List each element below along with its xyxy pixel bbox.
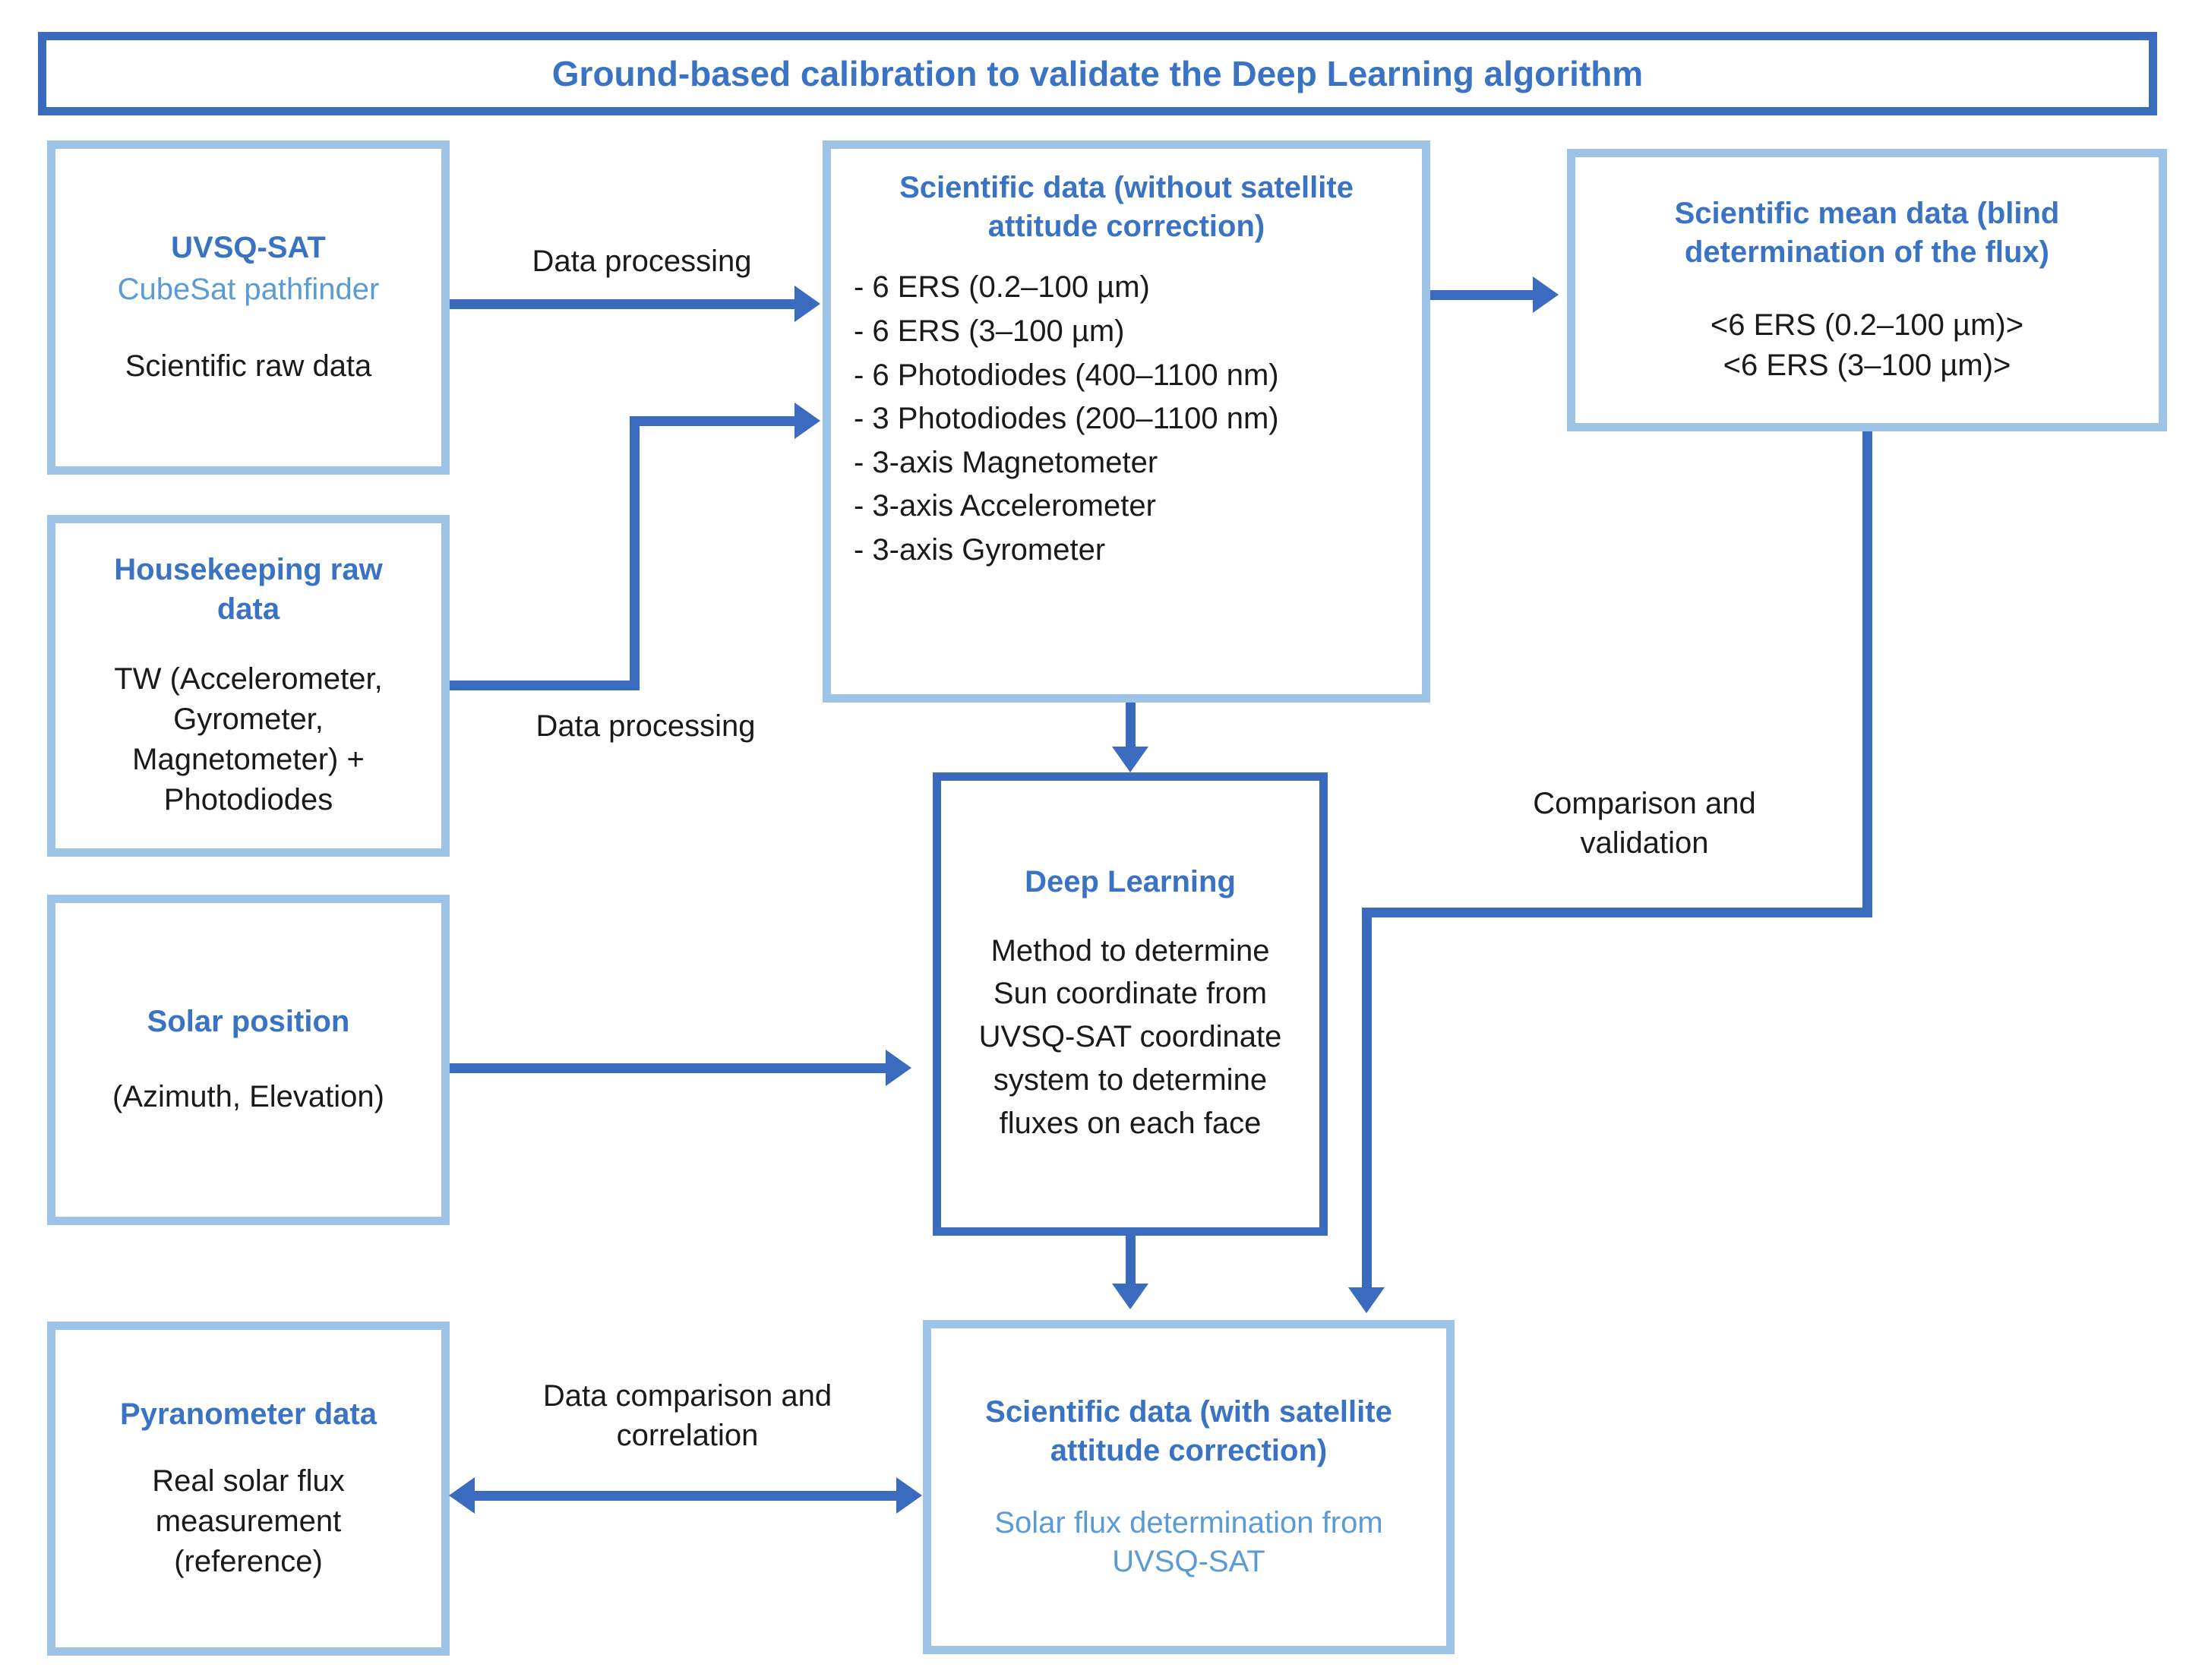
list-item: - 6 Photodiodes (400–1100 nm) [854, 358, 1279, 392]
edge-label-data-processing-top: Data processing [532, 245, 752, 278]
connector-scidata-to-meandata-line [1430, 290, 1537, 300]
node-scientific-data-raw: Scientific data (without satellite attit… [823, 141, 1430, 703]
node-pyranometer-title: Pyranometer data [120, 1397, 377, 1431]
arrowhead-right-icon [886, 1050, 911, 1086]
diagram-title-banner: Ground-based calibration to validate the… [38, 32, 2157, 115]
list-item: - 3-axis Accelerometer [854, 489, 1156, 523]
node-deep-learning: Deep Learning Method to determine Sun co… [933, 772, 1328, 1236]
node-solar-position-title: Solar position [147, 1005, 350, 1039]
node-deep-learning-body: Method to determine Sun coordinate from … [978, 933, 1282, 1140]
connector-meandata-elbow-h [1362, 908, 1872, 917]
page-title: Ground-based calibration to validate the… [551, 53, 1644, 93]
connector-solarposition-to-deeplearning-line [450, 1063, 890, 1073]
connector-meandata-elbow-v1 [1862, 431, 1872, 917]
arrowhead-down-icon [1348, 1287, 1385, 1313]
connector-housekeeping-elbow-v [630, 416, 640, 690]
connector-housekeeping-elbow-h1 [450, 681, 640, 690]
node-uvsq-sat-subtitle: CubeSat pathfinder [117, 273, 380, 307]
edge-label-comparison-and-validation: Comparison and validation [1533, 787, 1756, 860]
connector-housekeeping-elbow-h2 [630, 416, 801, 426]
node-housekeeping-raw-data: Housekeeping raw data TW (Accelerometer,… [47, 515, 450, 857]
node-uvsq-sat-title: UVSQ-SAT [171, 231, 326, 265]
arrowhead-down-icon [1112, 1284, 1148, 1309]
node-housekeeping-title: Housekeeping raw data [114, 553, 383, 626]
node-uvsq-sat: UVSQ-SAT CubeSat pathfinder Scientific r… [47, 141, 450, 475]
node-scientific-data-corrected-subtitle: Solar flux determination from UVSQ-SAT [994, 1506, 1383, 1579]
node-scientific-mean-data-line1: <6 ERS (0.2–100 µm)> [1710, 308, 2024, 342]
node-pyranometer-data: Pyranometer data Real solar flux measure… [47, 1322, 450, 1656]
list-item: - 6 ERS (3–100 µm) [854, 314, 1125, 348]
connector-scidata-to-deeplearning-line [1126, 703, 1136, 750]
node-housekeeping-body: TW (Accelerometer, Gyrometer, Magnetomet… [114, 662, 383, 817]
arrowhead-right-icon [896, 1477, 922, 1514]
node-deep-learning-title: Deep Learning [1025, 865, 1236, 899]
node-uvsq-sat-body: Scientific raw data [125, 349, 372, 383]
node-solar-position: Solar position (Azimuth, Elevation) [47, 895, 450, 1225]
list-item: - 3 Photodiodes (200–1100 nm) [854, 402, 1279, 436]
arrowhead-down-icon [1112, 747, 1148, 772]
node-scientific-mean-data-title: Scientific mean data (blind determinatio… [1674, 196, 2060, 269]
list-item: - 3-axis Gyrometer [854, 532, 1106, 567]
node-solar-position-body: (Azimuth, Elevation) [112, 1079, 384, 1113]
edge-label-data-comparison-correlation: Data comparison and correlation [542, 1379, 832, 1452]
connector-deeplearning-to-scidatacorrected-line [1126, 1236, 1136, 1287]
scientific-data-raw-list: - 6 ERS (0.2–100 µm) - 6 ERS (3–100 µm) … [854, 266, 1399, 572]
connector-meandata-elbow-v2 [1362, 908, 1372, 1291]
arrowhead-right-icon [794, 286, 820, 322]
list-item: - 3-axis Magnetometer [854, 445, 1158, 479]
node-scientific-data-corrected-title: Scientific data (with satellite attitude… [985, 1394, 1392, 1467]
connector-pyranometer-bidirectional-line [475, 1491, 900, 1501]
connector-uvsqsat-to-scidata-line [450, 299, 799, 309]
node-scientific-mean-data: Scientific mean data (blind determinatio… [1567, 149, 2167, 431]
arrowhead-right-icon [1533, 276, 1559, 313]
list-item: - 6 ERS (0.2–100 µm) [854, 270, 1150, 305]
node-scientific-data-raw-title: Scientific data (without satellite attit… [899, 171, 1354, 244]
arrowhead-left-icon [449, 1477, 475, 1514]
node-scientific-mean-data-line2: <6 ERS (3–100 µm)> [1723, 349, 2011, 383]
node-pyranometer-body: Real solar flux measurement (reference) [152, 1464, 345, 1579]
edge-label-data-processing-bottom: Data processing [535, 709, 756, 743]
node-scientific-data-corrected: Scientific data (with satellite attitude… [923, 1320, 1455, 1654]
arrowhead-right-icon [794, 403, 820, 439]
